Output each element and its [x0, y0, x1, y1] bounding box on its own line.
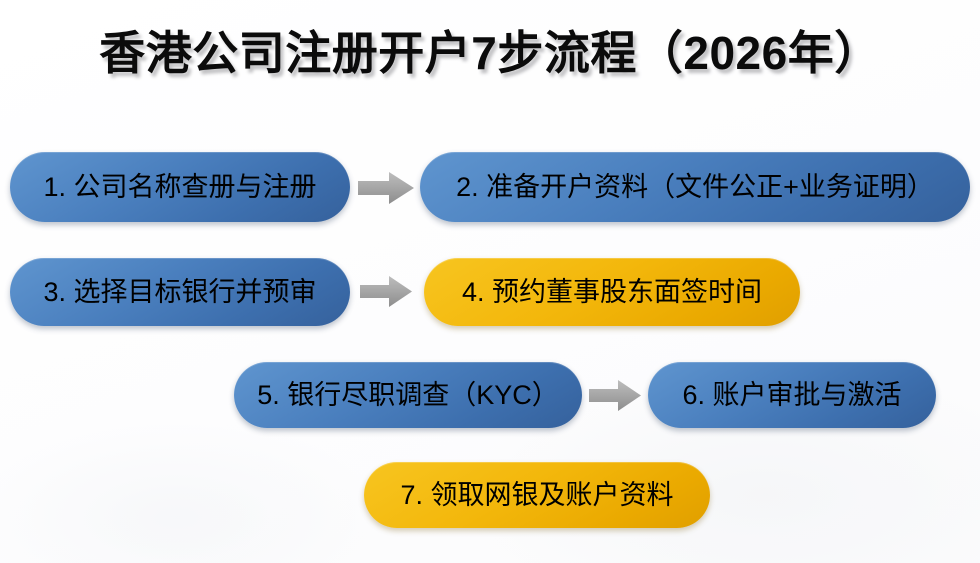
page-title: 香港公司注册开户7步流程（2026年） — [99, 27, 881, 79]
flow-step-2[interactable]: 2. 准备开户资料（文件公正+业务证明） — [420, 152, 970, 222]
flow-step-2-label: 2. 准备开户资料（文件公正+业务证明） — [456, 171, 934, 202]
right-arrow-icon — [358, 172, 414, 204]
right-arrow-icon — [589, 380, 641, 411]
flow-step-6-label: 6. 账户审批与激活 — [682, 379, 902, 410]
flow-step-7-label: 7. 领取网银及账户资料 — [400, 479, 674, 510]
right-arrow-icon — [360, 276, 412, 307]
flow-step-4-label: 4. 预约董事股东面签时间 — [461, 276, 763, 307]
flow-step-1-label: 1. 公司名称查册与注册 — [43, 171, 317, 202]
flow-step-4[interactable]: 4. 预约董事股东面签时间 — [424, 258, 800, 326]
flow-step-5-label: 5. 银行尽职调查（KYC） — [257, 379, 559, 410]
flow-step-7[interactable]: 7. 领取网银及账户资料 — [364, 462, 710, 528]
flow-step-3[interactable]: 3. 选择目标银行并预审 — [10, 258, 350, 326]
flow-step-6[interactable]: 6. 账户审批与激活 — [648, 362, 936, 428]
flow-step-5[interactable]: 5. 银行尽职调查（KYC） — [234, 362, 582, 428]
flow-step-3-label: 3. 选择目标银行并预审 — [43, 276, 317, 307]
flow-step-1[interactable]: 1. 公司名称查册与注册 — [10, 152, 350, 222]
